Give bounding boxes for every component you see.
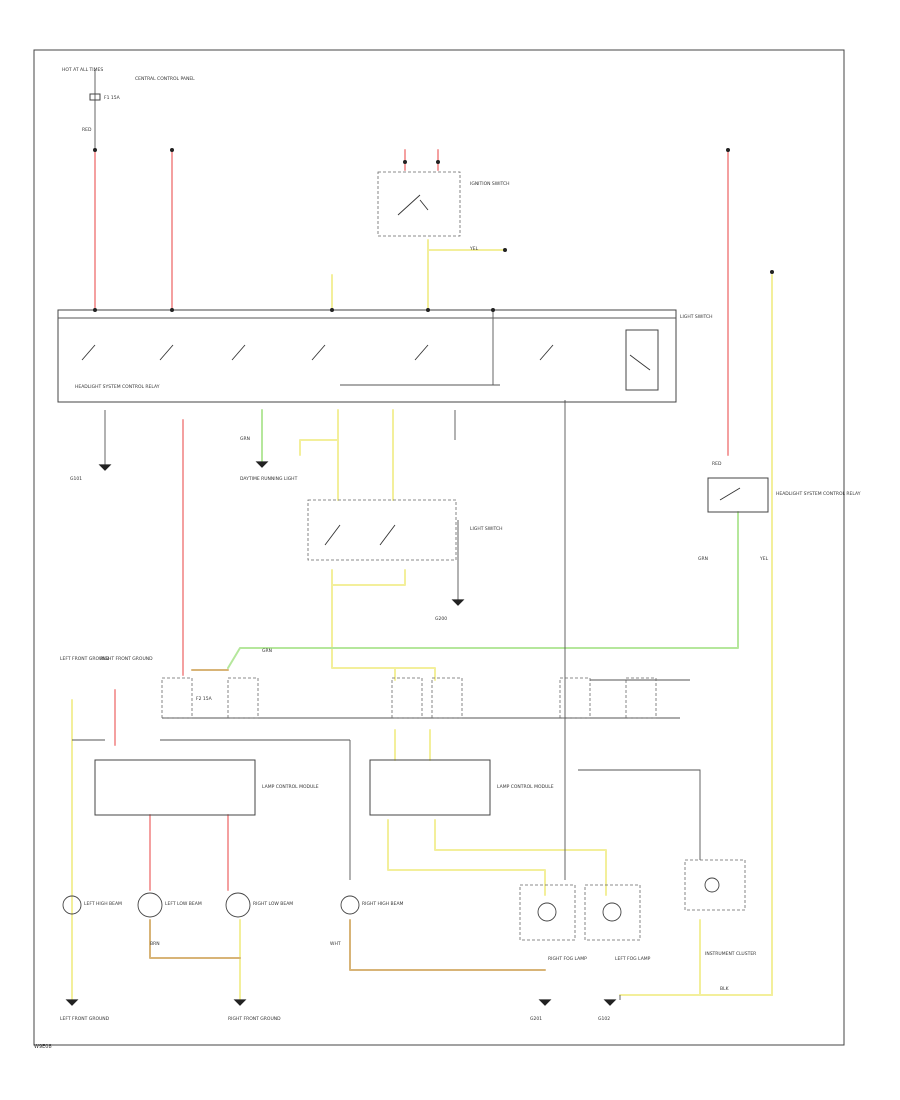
ignition-switch-box <box>377 171 461 237</box>
ground-symbol-3 <box>451 599 465 606</box>
fuse-row <box>161 677 657 719</box>
junction-dot-4 <box>770 270 774 274</box>
light-switch-box <box>57 309 677 403</box>
yel-wire-4 <box>299 439 339 456</box>
tan-wire-1 <box>149 919 241 959</box>
left-fog-lamp-box <box>584 884 641 941</box>
grn-wire-2 <box>227 511 739 669</box>
grn-label-fuse: GRN <box>262 648 272 654</box>
bulb-row <box>62 892 360 918</box>
footer-code: W9E08 <box>34 1044 52 1050</box>
ground-g102-label: G102 <box>598 1016 610 1022</box>
lamp-module-label-right: LAMP CONTROL MODULE <box>497 784 554 790</box>
ground-g200-label: G200 <box>435 616 447 622</box>
right-relay-contact <box>719 487 741 501</box>
yel-wire-12 <box>387 819 546 896</box>
left-low-beam-bulb <box>137 892 163 918</box>
ign-dot-1 <box>403 160 407 164</box>
yel-label-right: YEL <box>759 556 769 562</box>
instrument-cluster-box <box>684 859 746 911</box>
instrument-indicator-bulb <box>704 877 720 893</box>
yel-wire-9 <box>394 667 436 681</box>
central-panel-label: CENTRAL CONTROL PANEL <box>135 76 195 82</box>
light-switch-label: LIGHT SWITCH <box>680 314 713 320</box>
ground-symbol-1 <box>98 464 112 471</box>
lamp-control-module-left <box>94 759 256 816</box>
left-high-beam-bulb <box>62 895 82 915</box>
switch-bar-connectors <box>93 308 495 312</box>
right-fog-lamp-label: RIGHT FOG LAMP <box>548 956 587 962</box>
red-label-right: RED <box>712 461 722 467</box>
ground-symbol-2 <box>255 461 269 468</box>
ground-right-label: RIGHT FRONT GROUND <box>228 1016 281 1022</box>
right-fog-lamp-box <box>519 884 576 941</box>
ignition-switch-contact <box>397 194 429 216</box>
wire-red-label-1: RED <box>82 127 92 133</box>
ign-out-dot <box>503 248 507 252</box>
junction-dot-1 <box>93 148 97 152</box>
lamp-control-module-right <box>369 759 491 816</box>
ground-g101-label: G101 <box>70 476 82 482</box>
brn-label-bottom: BRN <box>150 941 160 947</box>
black-wire-layer <box>72 70 701 1000</box>
ground-left-label: LEFT FRONT GROUND <box>60 1016 110 1022</box>
left-fog-lamp-bulb <box>602 902 622 922</box>
right-fog-lamp-bulb <box>537 902 557 922</box>
right-front-ground-label: RIGHT FRONT GROUND <box>100 656 153 662</box>
headlight-relay-label-inner: HEADLIGHT SYSTEM CONTROL RELAY <box>75 384 160 390</box>
mid-switch-box <box>307 499 457 561</box>
left-low-beam-label: LEFT LOW BEAM <box>165 901 202 907</box>
yel-wire-8 <box>331 584 396 681</box>
diagram-border <box>33 49 845 1046</box>
drl-label: DAYTIME RUNNING LIGHT <box>240 476 298 482</box>
blk-label-bottom: BLK <box>720 986 730 992</box>
right-relay-label: HEADLIGHT SYSTEM CONTROL RELAY <box>776 491 861 497</box>
junction-dot-2 <box>170 148 174 152</box>
fuse-f1-label: F1 15A <box>104 95 121 101</box>
right-high-beam-label: RIGHT HIGH BEAM <box>362 901 404 907</box>
hot-label: HOT AT ALL TIMES <box>62 67 103 73</box>
tan-wire-2 <box>349 919 546 971</box>
yel-wire-7 <box>331 569 406 586</box>
right-low-beam-bulb <box>225 892 251 918</box>
yel-wire-13 <box>434 819 607 896</box>
left-front-ground-label: LEFT FRONT GROUND <box>60 656 110 662</box>
ign-dot-2 <box>436 160 440 164</box>
fuse-f1 <box>89 93 101 101</box>
yel-label-ign: YEL <box>469 246 479 252</box>
fuse-f2-label: F2 15A <box>196 696 213 702</box>
mid-switch-label: LIGHT SWITCH <box>470 526 503 532</box>
right-relay-box <box>707 477 769 513</box>
grn-label: GRN <box>240 436 250 442</box>
wire-layer <box>71 149 773 1001</box>
right-low-beam-label: RIGHT LOW BEAM <box>253 901 293 907</box>
blk-wire-clust <box>578 769 701 860</box>
right-high-beam-bulb <box>340 895 360 915</box>
ignition-switch-label: IGNITION SWITCH <box>470 181 510 187</box>
lamp-module-label-left: LAMP CONTROL MODULE <box>262 784 319 790</box>
instrument-cluster-label: INSTRUMENT CLUSTER <box>705 951 756 957</box>
grn-label-right: GRN <box>698 556 708 562</box>
bottom-grounds <box>65 999 617 1006</box>
ground-g201-label: G201 <box>530 1016 542 1022</box>
mid-switch-contacts <box>324 524 396 546</box>
light-switch-contacts <box>81 329 659 391</box>
junction-dot-3 <box>726 148 730 152</box>
left-fog-lamp-label: LEFT FOG LAMP <box>615 956 651 962</box>
left-high-beam-label: LEFT HIGH BEAM <box>84 901 122 907</box>
wht-label-bottom: WHT <box>330 941 341 947</box>
